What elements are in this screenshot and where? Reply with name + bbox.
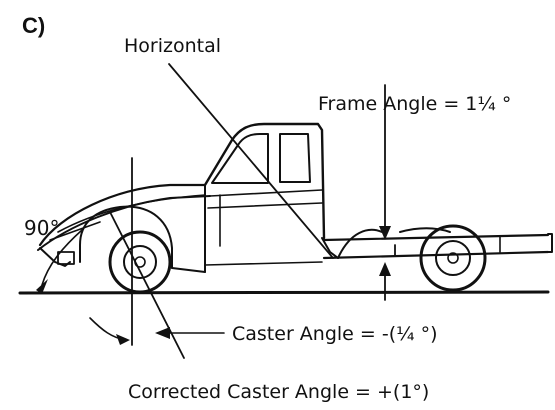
caster-angle-pointer-arrow [155, 327, 225, 339]
ground-line [18, 290, 550, 295]
horizontal-reference-line [168, 63, 334, 259]
truck-illustration [37, 122, 553, 294]
panel-label: C) [22, 13, 45, 38]
caster-angle-arc-arrow [89, 317, 130, 345]
corrected-caster-angle-label: Corrected Caster Angle = +(1°) [128, 381, 429, 403]
frame-angle-label: Frame Angle = 1¼ ° [318, 93, 511, 115]
frame-angle-dimension [379, 84, 391, 301]
caster-angle-label: Caster Angle = -(¼ °) [232, 323, 438, 345]
right-angle-arrow [36, 229, 83, 294]
horizontal-label: Horizontal [124, 35, 221, 57]
